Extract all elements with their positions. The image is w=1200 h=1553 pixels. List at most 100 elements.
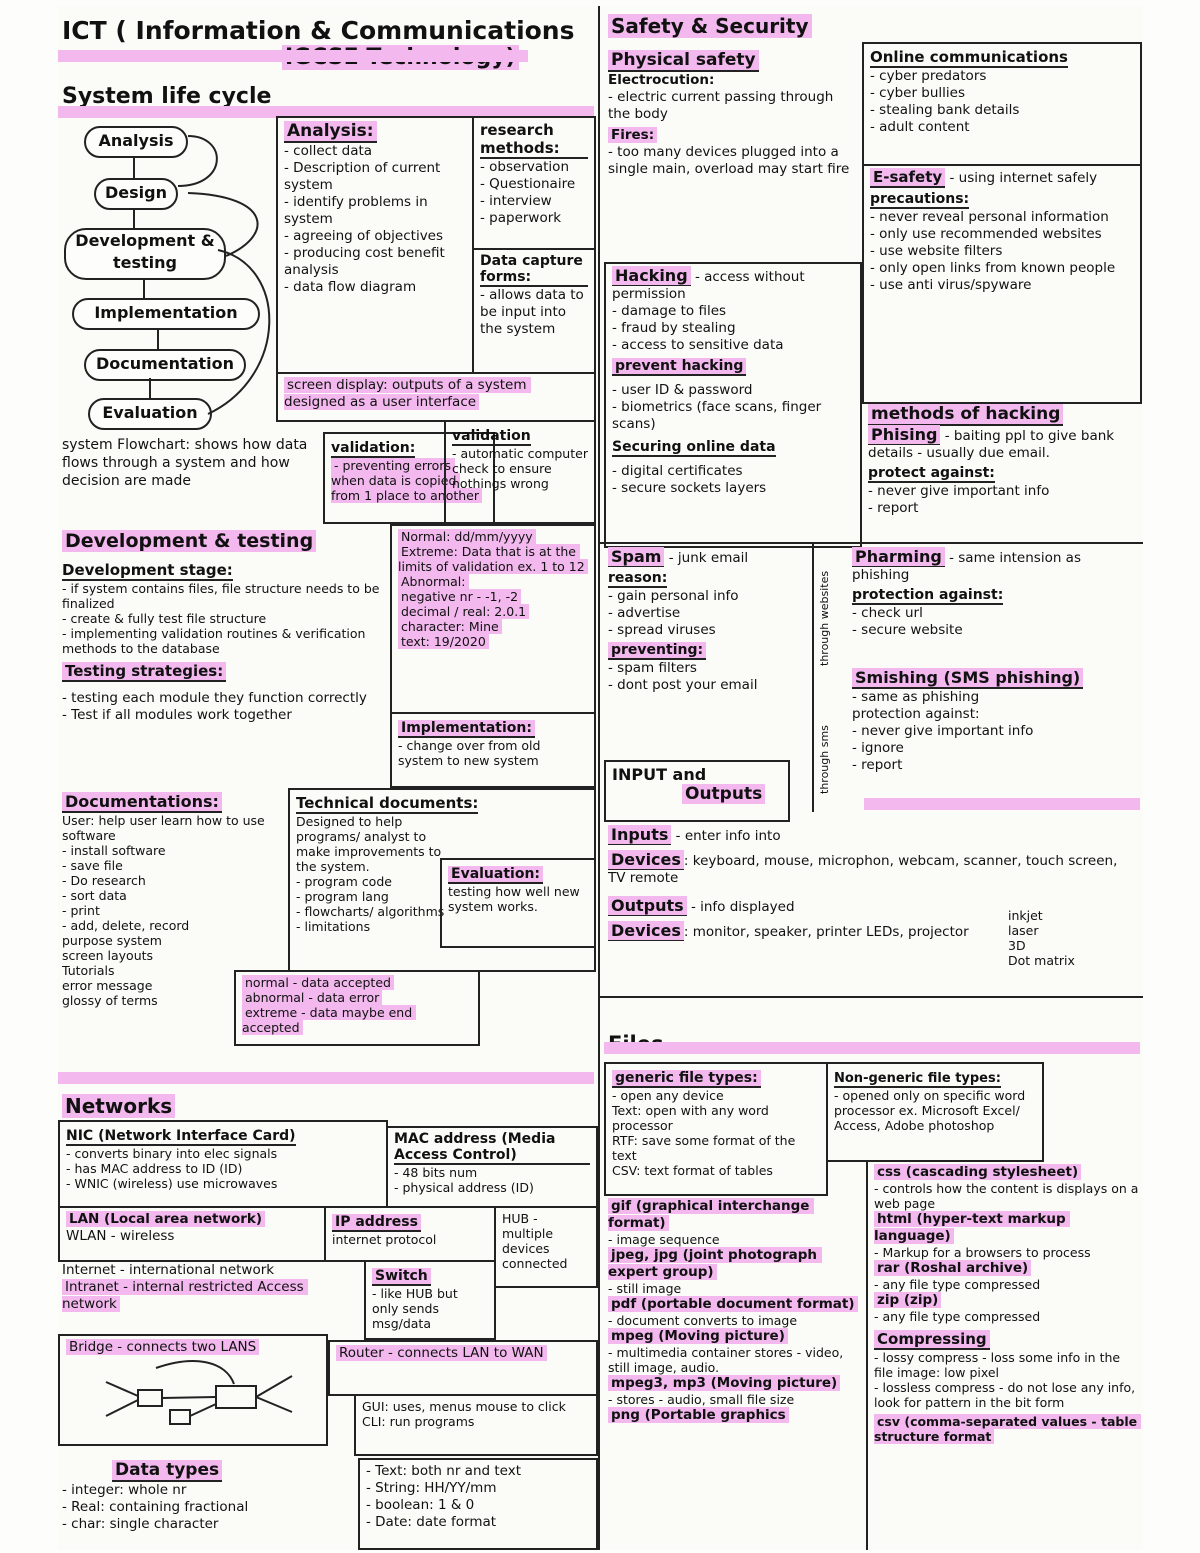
safety-heading: Safety & Security	[608, 14, 812, 38]
nongeneric-heading: Non-generic file types:	[834, 1071, 1001, 1088]
list-item: - advertise	[608, 605, 681, 621]
out-devices-row: Devices: monitor, speaker, printer LEDs,…	[608, 921, 988, 941]
file-formats-block: gif (graphical interchange format) - ima…	[604, 1196, 866, 1550]
switch-box: Switch - like HUB but only sends msg/dat…	[364, 1260, 496, 1340]
bridge-text: Bridge - connects two LANS	[66, 1339, 320, 1356]
files-rule	[598, 996, 1143, 998]
phishing-text: - baiting ppl to give bank details - usu…	[868, 428, 1119, 461]
pharming-heading: Pharming	[852, 547, 945, 567]
research-heading: research methods:	[480, 121, 588, 159]
list-item: - Do research	[62, 873, 146, 888]
list-item: - implementing validation routines & ver…	[62, 626, 370, 656]
list-item: - secure sockets layers	[612, 480, 767, 496]
online-box: Online communications - cyber predators …	[862, 42, 1142, 166]
esafety-box: E-safety - using internet safely precaut…	[862, 164, 1142, 404]
list-item: normal - data accepted	[242, 975, 472, 990]
online-heading: Online communications	[870, 48, 1068, 68]
switch-heading: Switch	[372, 1268, 431, 1286]
pdf-text: - document converts to image	[608, 1313, 798, 1328]
cli-text: CLI: run programs	[362, 1414, 475, 1429]
list-item: - Test if all modules work together	[62, 707, 292, 723]
list-item: - cyber bullies	[870, 85, 966, 101]
list-item: - user ID & password	[612, 382, 753, 398]
test-types-box: normal - data accepted abnormal - data e…	[234, 970, 480, 1046]
hacking-box: Hacking - access without permission - da…	[604, 262, 862, 548]
mpeg-text: - multimedia container stores - video, s…	[608, 1345, 848, 1375]
stage-documentation: Documentation	[84, 349, 246, 381]
impl-box: Implementation: - change over from old s…	[390, 712, 596, 788]
jpeg-heading: jpeg, jpg (joint photograph expert group…	[608, 1247, 822, 1280]
list-item: - spread viruses	[608, 622, 716, 638]
stage-design: Design	[94, 178, 178, 210]
rar-text: - any file type compressed	[874, 1277, 1041, 1292]
router-box: Router - connects LAN to WAN	[328, 1340, 598, 1396]
list-item: - collect data	[284, 143, 373, 159]
mp3-heading: mpeg3, mp3 (Moving picture)	[608, 1375, 862, 1392]
list-item: protection against:	[852, 706, 980, 722]
data-capture-box: Data capture forms: - allows data to be …	[472, 248, 596, 374]
list-item: CSV: text format of tables	[612, 1163, 773, 1178]
router-text: Router - connects LAN to WAN	[336, 1345, 590, 1362]
validation2-box: validation - automatic computer check to…	[444, 420, 596, 524]
spam-block: Spam - junk email reason: - gain persona…	[604, 546, 812, 732]
zip-text: - any file type compressed	[874, 1309, 1041, 1324]
nic-box: NIC (Network Interface Card) - converts …	[58, 1120, 388, 1208]
validation2-heading: validation	[452, 428, 531, 446]
safety-heading-block: Safety & Security	[604, 12, 904, 46]
outputs-heading: Outputs	[608, 896, 687, 916]
list-item: 3D	[1008, 938, 1026, 953]
online-list: - cyber predators - cyber bullies - stea…	[870, 68, 1134, 136]
mac-list: - 48 bits num - physical address (ID)	[394, 1165, 590, 1195]
list-item: Extreme: Data that is at the limits of v…	[398, 544, 588, 574]
spam-heading: Spam	[608, 547, 665, 567]
stage-analysis: Analysis	[84, 126, 188, 158]
mac-box: MAC address (Media Access Control) - 48 …	[386, 1126, 598, 1208]
stage-implementation: Implementation	[72, 298, 260, 330]
in-devices-text: : keyboard, mouse, microphon, webcam, sc…	[608, 853, 1122, 886]
list-item: - fraud by stealing	[612, 320, 736, 336]
dev-stage-list: - if system contains files, file structu…	[62, 581, 386, 656]
flowchart-block: system Flowchart: shows how data flows t…	[58, 434, 323, 520]
ip-heading: IP address	[332, 1214, 421, 1232]
networks-heading-block: Networks	[58, 1092, 358, 1122]
hub-text: HUB - multiple devices connected	[502, 1211, 568, 1271]
printer-types-list: inkjet laser 3D Dot matrix	[1008, 908, 1138, 968]
list-item: purpose system	[62, 933, 162, 948]
evaluation-box: Evaluation: testing how well new system …	[440, 858, 596, 948]
png-heading: png (Portable graphics	[608, 1407, 862, 1424]
impl-heading: Implementation:	[398, 720, 535, 738]
list-item: - gain personal info	[608, 588, 739, 604]
list-item: - program code	[296, 874, 392, 889]
dev-stage-block: Development stage: - if system contains …	[58, 558, 390, 788]
list-item: - if system contains files, file structu…	[62, 581, 384, 611]
nic-heading: NIC (Network Interface Card)	[66, 1128, 296, 1146]
list-item: - spam filters	[608, 660, 697, 676]
list-item: - check url	[852, 605, 923, 621]
title-underline	[58, 50, 528, 62]
data-types-right-list: - Text: both nr and text - String: HH/YY…	[366, 1463, 590, 1531]
list-item: Abnormal:	[398, 574, 588, 589]
test-heading: Testing strategies:	[62, 662, 227, 682]
networks-heading: Networks	[62, 1094, 176, 1118]
list-item: - limitations	[296, 919, 371, 934]
precautions-heading: precautions:	[870, 191, 970, 209]
page-divider	[598, 6, 600, 1550]
esafety-def: - using internet safely	[949, 170, 1098, 186]
spam-rule	[598, 542, 1143, 544]
in-devices-heading: Devices	[608, 850, 684, 870]
gui-text: GUI: uses, menus mouse to click	[362, 1399, 566, 1414]
list-item: Text: open with any word processor	[612, 1103, 773, 1133]
fires-heading: Fires:	[608, 127, 858, 144]
through-websites-text: through websites	[818, 570, 831, 666]
internet-block: Internet - international network Intrane…	[58, 1260, 364, 1334]
list-item: - cyber predators	[870, 68, 987, 84]
list-item: - add, delete, record	[62, 918, 190, 933]
data-types-heading-wrap: Data types	[62, 1460, 354, 1482]
inputs-heading: Inputs	[608, 825, 672, 845]
list-item: - producing cost benefit analysis	[284, 245, 450, 278]
css-heading: css (cascading stylesheet)	[874, 1164, 1139, 1181]
hacking-heading: Hacking	[612, 266, 691, 286]
list-item: - observation	[480, 159, 570, 175]
list-item: - report	[852, 757, 903, 773]
rar-heading: rar (Roshal archive)	[874, 1260, 1139, 1277]
